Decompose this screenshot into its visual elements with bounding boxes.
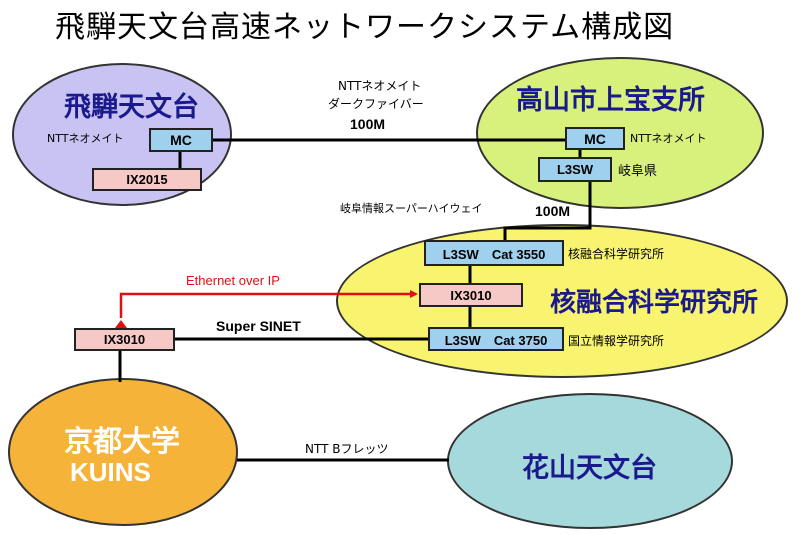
label-dark-fiber-1: NTTネオメイト	[338, 79, 422, 93]
site-label-nifs: 核融合科学研究所	[550, 288, 759, 318]
device-hida-mc: MC	[149, 128, 213, 152]
device-hida-ix2015: IX2015	[92, 168, 202, 191]
site-label-hida: 飛騨天文台	[64, 92, 199, 123]
link-gifu-highway	[503, 182, 592, 240]
device-nifs-l3sw-bottom: L3SW Cat 3750	[428, 327, 564, 351]
label-taka-ntt: NTTネオメイト	[630, 132, 707, 145]
arrow-head-up	[115, 320, 127, 328]
device-nifs-l3sw-top: L3SW Cat 3550	[424, 240, 564, 266]
site-label-kyoto-2: KUINS	[70, 457, 151, 487]
label-gifu-pref: 岐阜県	[618, 164, 658, 179]
label-gifu-highway: 岐阜情報スーパーハイウェイ	[340, 202, 483, 215]
label-dark-fiber-2: ダークファイバー	[328, 97, 424, 111]
label-hida-ntt: NTTネオメイト	[47, 132, 124, 145]
link-ethernet-over-ip	[119, 290, 418, 318]
site-kyoto	[8, 378, 238, 526]
site-label-takayama: 高山市上宝支所	[516, 85, 705, 116]
label-speed-top: 100M	[350, 116, 386, 132]
label-super-sinet: Super SINET	[216, 318, 301, 334]
device-nifs-ix3010: IX3010	[419, 283, 523, 307]
site-label-kyoto-1: 京都大学	[64, 424, 181, 458]
label-nifs-small: 核融合科学研究所	[568, 247, 665, 261]
device-taka-l3sw: L3SW	[538, 157, 612, 182]
label-nii: 国立情報学研究所	[568, 334, 665, 348]
label-ntt-bflets: NTT Bフレッツ	[305, 442, 389, 456]
label-ethernet-over-ip: Ethernet over IP	[186, 273, 280, 288]
page-title: 飛騨天文台高速ネットワークシステム構成図	[55, 10, 675, 45]
device-kyoto-ix3010: IX3010	[74, 328, 175, 351]
site-label-kwasan: 花山天文台	[522, 453, 657, 484]
label-speed-mid: 100M	[535, 203, 571, 219]
device-taka-mc: MC	[565, 127, 625, 150]
